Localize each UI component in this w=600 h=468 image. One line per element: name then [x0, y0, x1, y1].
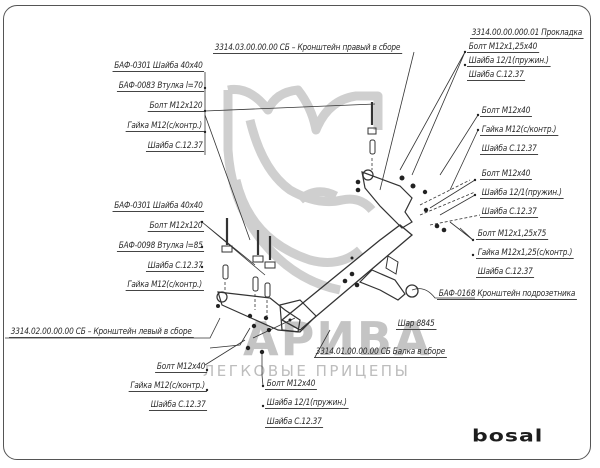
- label-washer-c1237-bottom-left: Шайба С.12.37: [148, 399, 207, 411]
- label-nut-m12-mid: Гайка М12(с/контр.): [125, 279, 204, 291]
- label-washer-c1237-m75: Шайба С.12.37: [476, 266, 535, 278]
- bosal-logo: bosal: [472, 426, 544, 447]
- label-bolt-m12x120-mid: Болт М12х120: [147, 220, 204, 232]
- label-nut-m12-bottom-left: Гайка М12(с/контр.): [128, 380, 207, 392]
- label-nut-m12-top: Гайка М12(с/контр.): [125, 120, 204, 132]
- label-socket-bracket: БАФ-0168 Кронштейн подрозетника: [437, 288, 577, 300]
- label-washer-c1237-right: Шайба С.12.37: [480, 143, 539, 155]
- label-bolt-m12x40-right: Болт М12х40: [480, 105, 532, 117]
- label-bolt-m12x125x40: Болт М12х1,25х40: [467, 41, 539, 53]
- label-washer-c1237-top-right: Шайба С.12.37: [467, 69, 526, 81]
- label-washer-c1237-right-lower: Шайба С.12.37: [480, 206, 539, 218]
- label-washer-c1237-top: Шайба С.12.37: [145, 140, 204, 152]
- label-spring-washer-top-right: Шайба 12/1(пружин.): [467, 55, 551, 67]
- label-nut-m12-right: Гайка М12(с/контр.): [480, 124, 559, 136]
- label-right-bracket-assembly: 3314.03.00.00.00 СБ – Кронштейн правый в…: [213, 42, 403, 54]
- label-left-bracket-assembly: 3314.02.00.00.00 СБ – Кронштейн левый в …: [9, 326, 194, 338]
- label-washer-c1237-bottom-center: Шайба С.12.37: [265, 416, 324, 428]
- label-beam-assembly: 3314.01.00.00.00 СБ Балка в сборе: [314, 346, 447, 358]
- watermark-subtitle: ЛЕГКОВЫЕ ПРИЦЕПЫ: [203, 362, 411, 380]
- label-washer-40x40-mid: БАФ-0301 Шайба 40х40: [112, 200, 204, 212]
- label-ball: Шар 8845: [396, 318, 437, 330]
- label-gasket: 3314.00.00.000.01 Прокладка: [470, 27, 584, 39]
- label-bushing-85: БАФ-0098 Втулка l=85: [116, 240, 204, 252]
- label-spring-washer-right-lower: Шайба 12/1(пружин.): [480, 187, 564, 199]
- label-bolt-m12x120-top: Болт М12х120: [147, 100, 204, 112]
- label-bolt-m12x40-bottom-left: Болт М12х40: [155, 361, 207, 373]
- label-bolt-m12x40-right-lower: Болт М12х40: [480, 168, 532, 180]
- label-bolt-m12x125x75: Болт М12х1,25х75: [476, 228, 548, 240]
- label-washer-40x40-top: БАФ-0301 Шайба 40х40: [112, 60, 204, 72]
- label-nut-m12x125: Гайка М12х1,25(с/контр.): [476, 247, 574, 259]
- label-spring-washer-bottom-center: Шайба 12/1(пружин.): [265, 397, 349, 409]
- label-bushing-70: БАФ-0083 Втулка l=70: [116, 80, 204, 92]
- label-washer-c1237-mid: Шайба С.12.37: [145, 260, 204, 272]
- leader-right-bracket: [379, 51, 415, 191]
- label-bolt-m12x40-bottom-center: Болт М12х40: [265, 378, 317, 390]
